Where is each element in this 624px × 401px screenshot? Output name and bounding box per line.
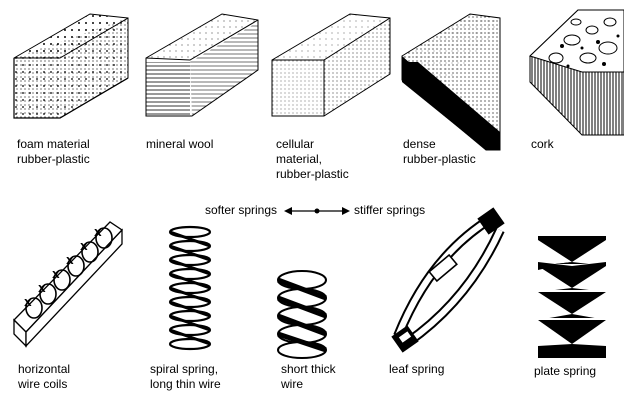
leaf-spring-figure (391, 207, 505, 353)
svg-text:X: X (66, 256, 74, 267)
label-softer-springs: softer springs (205, 203, 278, 217)
label-cork: cork (531, 137, 554, 151)
label-leaf-spring: leaf spring (389, 362, 445, 376)
svg-text:X: X (52, 270, 60, 281)
mineral-wool-block (145, 13, 259, 117)
cork-block (529, 9, 624, 136)
label-spiral-spring: spiral spring,long thin wire (150, 362, 221, 391)
svg-text:X: X (80, 242, 88, 253)
label-stiffer-springs: stiffer springs (354, 203, 426, 217)
svg-text:X: X (24, 298, 32, 309)
stiffness-scale-arrow (284, 207, 350, 215)
label-mineral-wool: mineral wool (146, 137, 214, 151)
horizontal-coils-figure: XXX XXX (13, 221, 124, 348)
svg-text:X: X (38, 284, 46, 295)
spiral-spring-figure (168, 225, 212, 351)
foam-block (13, 13, 129, 119)
svg-text:X: X (94, 228, 102, 239)
cellular-block (271, 13, 391, 117)
dense-block (401, 13, 501, 151)
plate-spring-figure (538, 236, 606, 358)
short-thick-spring-figure (277, 270, 327, 359)
label-plate-spring: plate spring (534, 364, 597, 378)
